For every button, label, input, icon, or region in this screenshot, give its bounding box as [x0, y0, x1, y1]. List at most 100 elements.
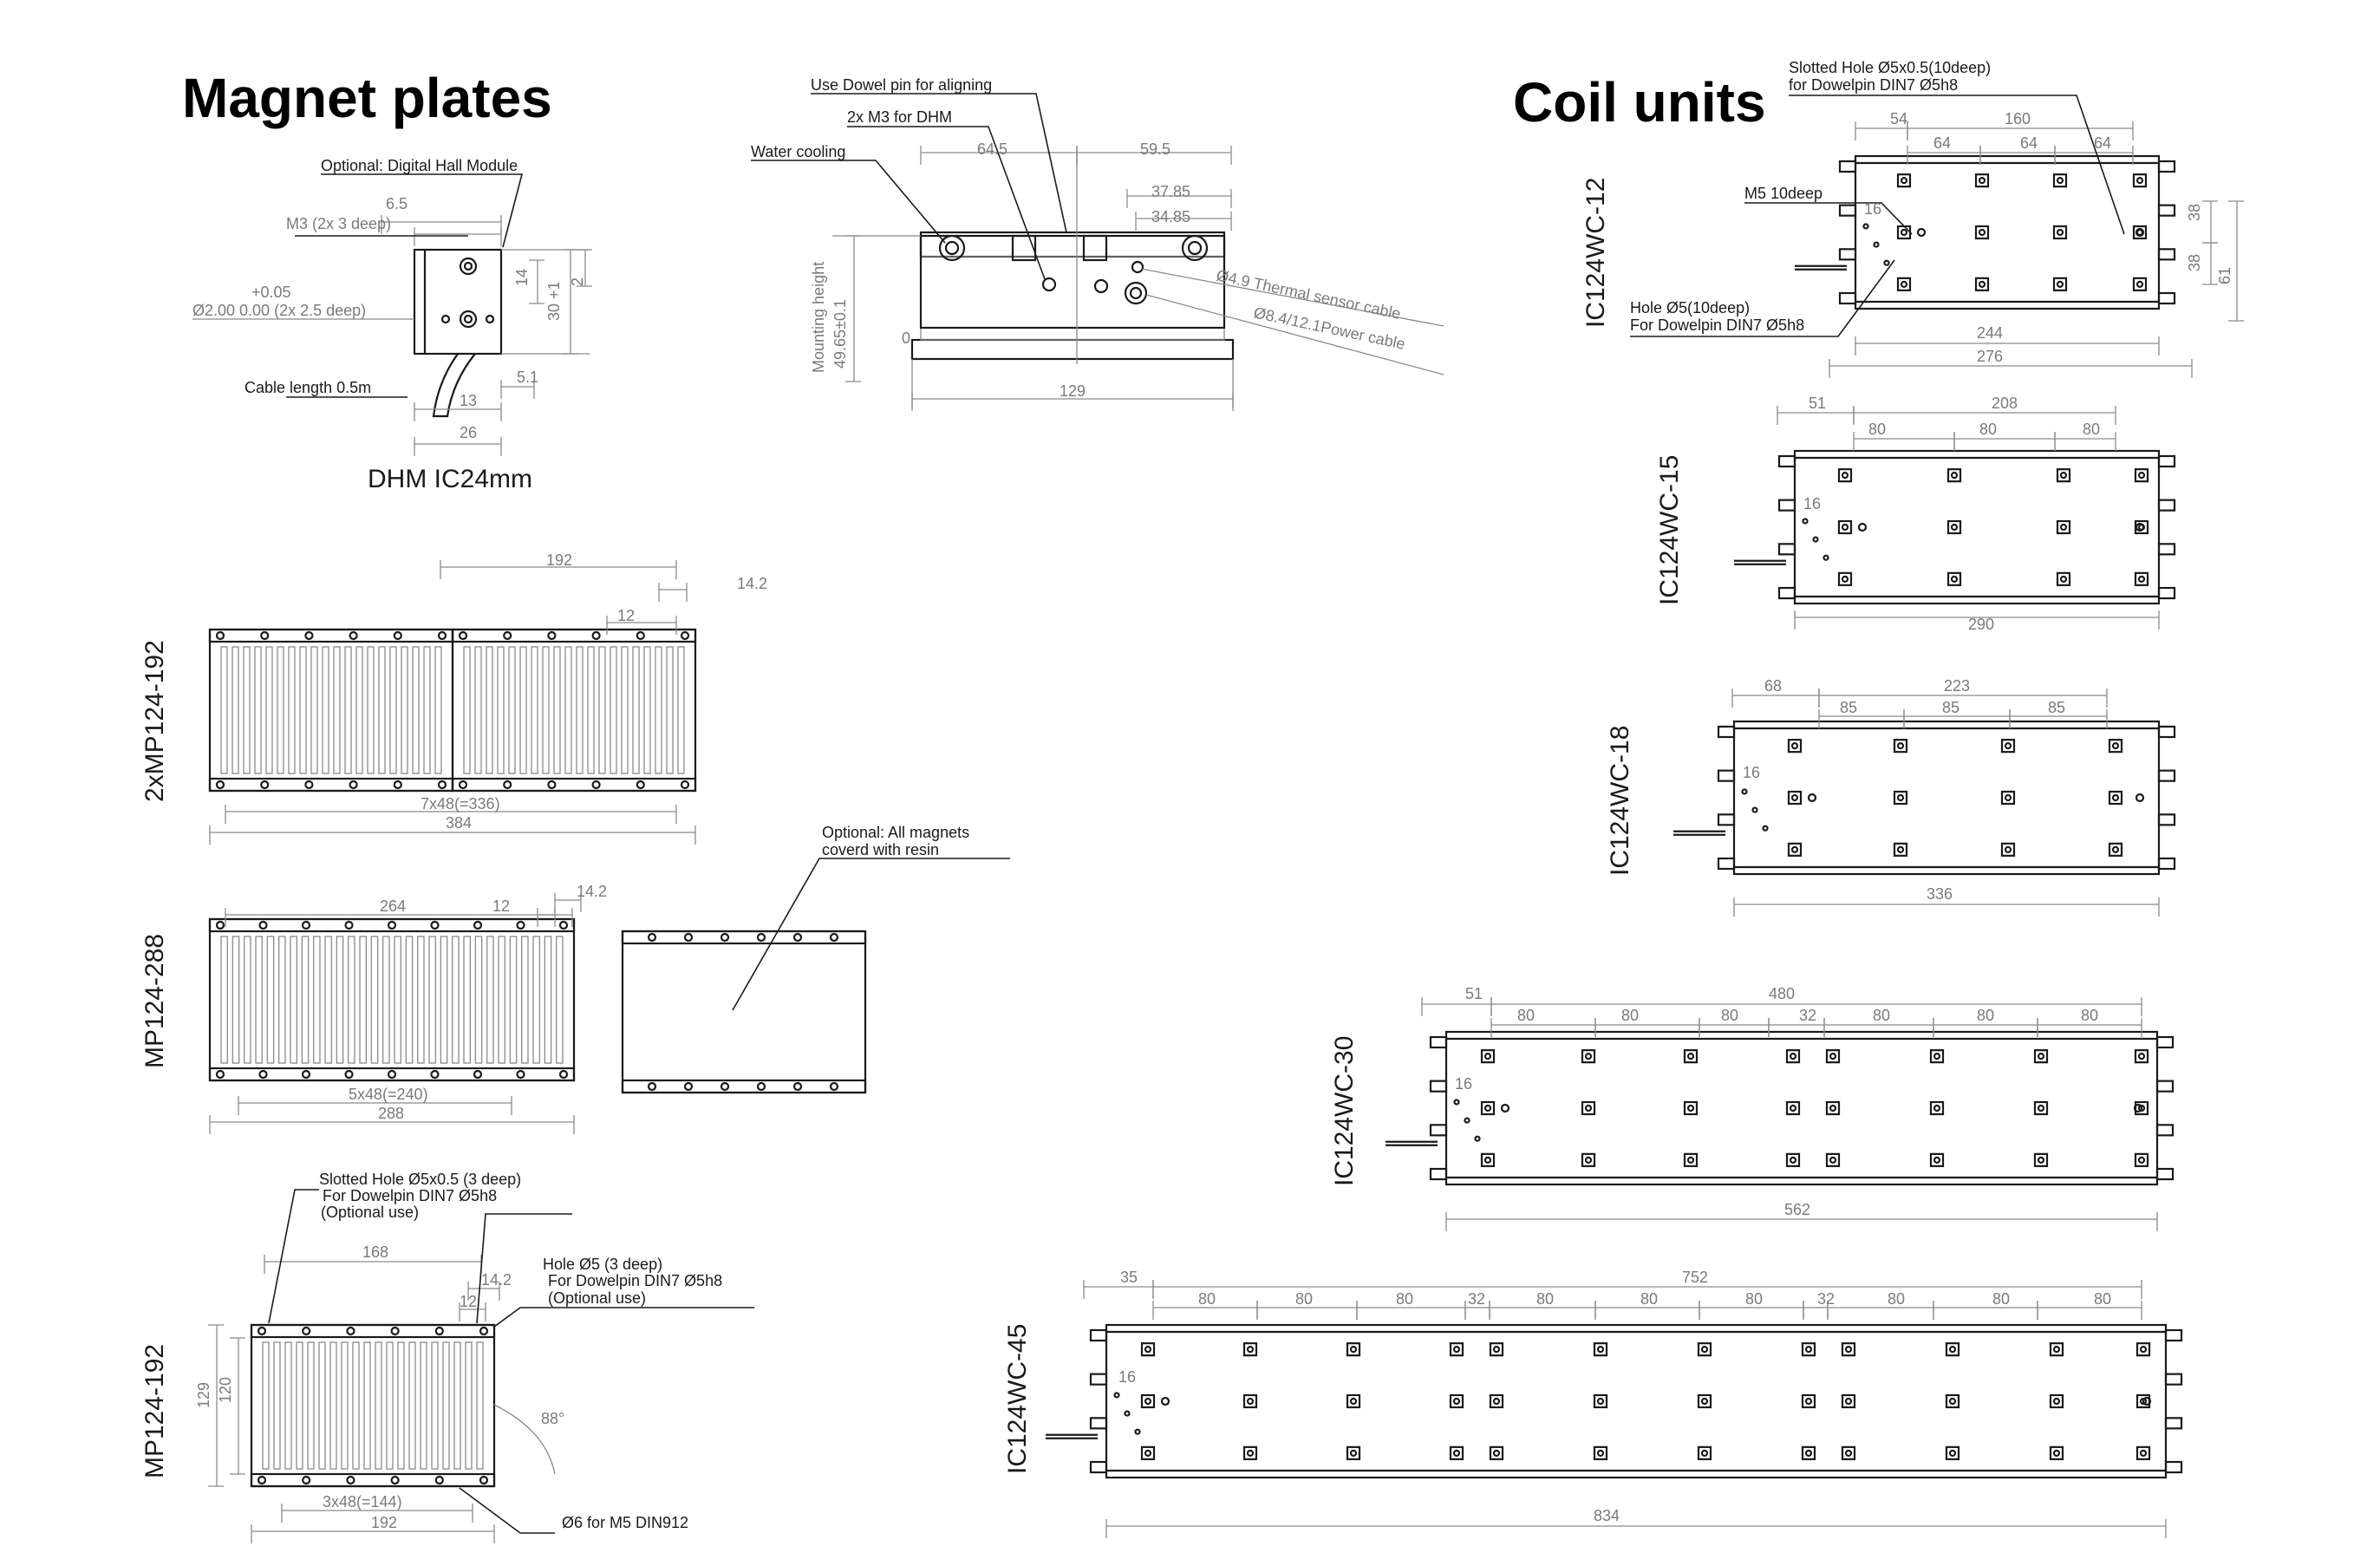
ic15-dim-80a: 80 — [1868, 421, 1886, 438]
ic45-mount-screw — [1945, 1342, 1960, 1357]
mp288-magnet — [532, 936, 540, 1064]
ic30-screw-core — [1789, 1156, 1797, 1164]
mp2x-left-mount-hole — [304, 780, 314, 790]
mp288-magnet — [556, 936, 564, 1064]
ic12-screw-core — [2135, 177, 2144, 185]
mp288-mount-hole — [387, 920, 397, 930]
ic30-connector — [2155, 1167, 2175, 1181]
ic12-dim-38a: 38 — [2186, 204, 2203, 221]
ic15-dim-80b: 80 — [1979, 421, 1997, 438]
ic12-connector — [2157, 204, 2176, 217]
ic45-mount-screw — [1140, 1445, 1156, 1460]
mp192-hole-leader — [493, 1307, 754, 1328]
ic30-mount-screw — [1785, 1100, 1801, 1116]
mp2x-left-magnet — [265, 646, 273, 774]
ic18-mount-screw — [1787, 842, 1803, 857]
ic45-slot — [2142, 1396, 2152, 1406]
ic12-dim-64b: 64 — [2020, 134, 2038, 152]
resin-hole — [756, 932, 766, 943]
ic15-screw-core — [1841, 472, 1849, 480]
dhm-dim-30: 30 +1 — [545, 281, 563, 321]
ic45-screw-core — [2052, 1346, 2061, 1354]
ic18-screw-core — [1790, 793, 1799, 802]
ic15-slot — [2135, 522, 2145, 532]
mp192-mount-hole — [390, 1475, 400, 1485]
ic15-screw-core — [2059, 472, 2068, 480]
ic30-screw-core — [1829, 1053, 1837, 1060]
ic12-dim-61: 61 — [2216, 267, 2233, 284]
ic30-mount-screw — [1929, 1049, 1945, 1064]
section-water-leader — [751, 160, 946, 244]
ic15-connector — [1777, 586, 1796, 600]
ic45-screw-core — [1144, 1449, 1152, 1457]
resin-hole — [792, 932, 803, 943]
mp2x-left-mount-hole — [437, 780, 447, 790]
dhm-dowel-2 — [485, 314, 495, 324]
ic30-screw-core — [2037, 1053, 2045, 1060]
mp288-mount-hole — [258, 1069, 268, 1080]
mp2x-left-magnet — [333, 646, 341, 774]
mp2x-right-mount-hole — [458, 780, 468, 790]
mp2x-left-magnet — [423, 646, 431, 774]
ic12-dim-276: 276 — [1977, 348, 2003, 365]
tag-ic124wc-15: IC124WC-15 — [1655, 455, 1684, 605]
mp288-dim-288: 288 — [378, 1105, 404, 1122]
mp288-top-rail — [208, 917, 576, 933]
ic18-dim-85b: 85 — [1942, 699, 1959, 716]
ic12-mount-screw — [1896, 277, 1912, 291]
mp2x-right-magnet — [610, 646, 617, 774]
ic30-dim-80e: 80 — [1977, 1007, 1994, 1024]
resin-plate-view: Optional: All magnets coverd with resin — [822, 824, 969, 858]
mp2x-left-magnet — [389, 646, 397, 774]
ic18-screw-core — [1790, 742, 1799, 750]
ic30-screw-core — [1933, 1053, 1941, 1060]
ic45-mount-screw — [1841, 1393, 1856, 1409]
mp2x-left-mount-hole — [260, 780, 270, 790]
ic18-connector — [1717, 725, 1736, 739]
ic30-mount-screw — [1581, 1049, 1596, 1064]
ic15-mount-screw — [2134, 571, 2149, 586]
mp288-magnet — [463, 936, 471, 1064]
resin-hole — [756, 1081, 766, 1092]
ic45-dim-834: 834 — [1594, 1507, 1620, 1524]
mp192-angle: 88° — [541, 1410, 564, 1427]
mp2x-right-mount-hole — [547, 630, 557, 641]
ic18-screw-core — [2004, 742, 2012, 750]
mp2x-right-magnet — [508, 646, 516, 774]
ic12-dim-244: 244 — [1977, 324, 2003, 342]
mp288-magnet — [255, 936, 263, 1064]
ic45-screw-core — [1349, 1346, 1358, 1354]
ic12-screw-core — [1900, 177, 1908, 185]
ic12-screw-core — [1900, 280, 1908, 288]
ic15-screw-core — [1950, 523, 1959, 532]
ic18-dot — [1762, 825, 1769, 832]
section-mounting-value: 49.65±0.1 — [831, 299, 849, 369]
mp288-mount-hole — [558, 1069, 569, 1080]
ic12-connector — [2157, 248, 2176, 261]
ic45-mount-screw — [2049, 1342, 2064, 1357]
ic30-mount-screw — [1825, 1100, 1841, 1116]
ic30-screw-core — [2137, 1053, 2146, 1060]
mp2x-left-mount-hole — [215, 630, 225, 641]
tag-ic124wc-30: IC124WC-30 — [1330, 1036, 1359, 1186]
ic30-screw-core — [1584, 1104, 1593, 1113]
ic30-mount-screw — [2033, 1049, 2049, 1064]
ic30-mount-screw — [2033, 1100, 2049, 1116]
ic45-screw-core — [1452, 1449, 1461, 1457]
mp2x-left-mount-hole — [215, 780, 225, 790]
heading-magnet-plates: Magnet plates — [182, 67, 552, 129]
ic30-mount-screw — [1581, 1100, 1596, 1116]
ic45-screw-core — [1349, 1449, 1358, 1457]
ic12-dim-16: 16 — [1864, 200, 1881, 218]
mp192-mount-hole — [346, 1475, 355, 1485]
ic30-screw-core — [1686, 1156, 1695, 1164]
ic15-connector — [2157, 499, 2176, 512]
ic30-dowel — [1500, 1103, 1510, 1113]
ic18-screw-core — [2111, 793, 2120, 802]
mp192-magnet — [296, 1341, 303, 1470]
mp288-mount-hole — [430, 1069, 440, 1080]
ic45-mount-screw — [1801, 1445, 1816, 1460]
mp192-m5-label: Ø6 for M5 DIN912 — [562, 1514, 688, 1531]
mp288-dim-264: 264 — [380, 897, 406, 915]
mp192-magnet — [329, 1341, 337, 1470]
